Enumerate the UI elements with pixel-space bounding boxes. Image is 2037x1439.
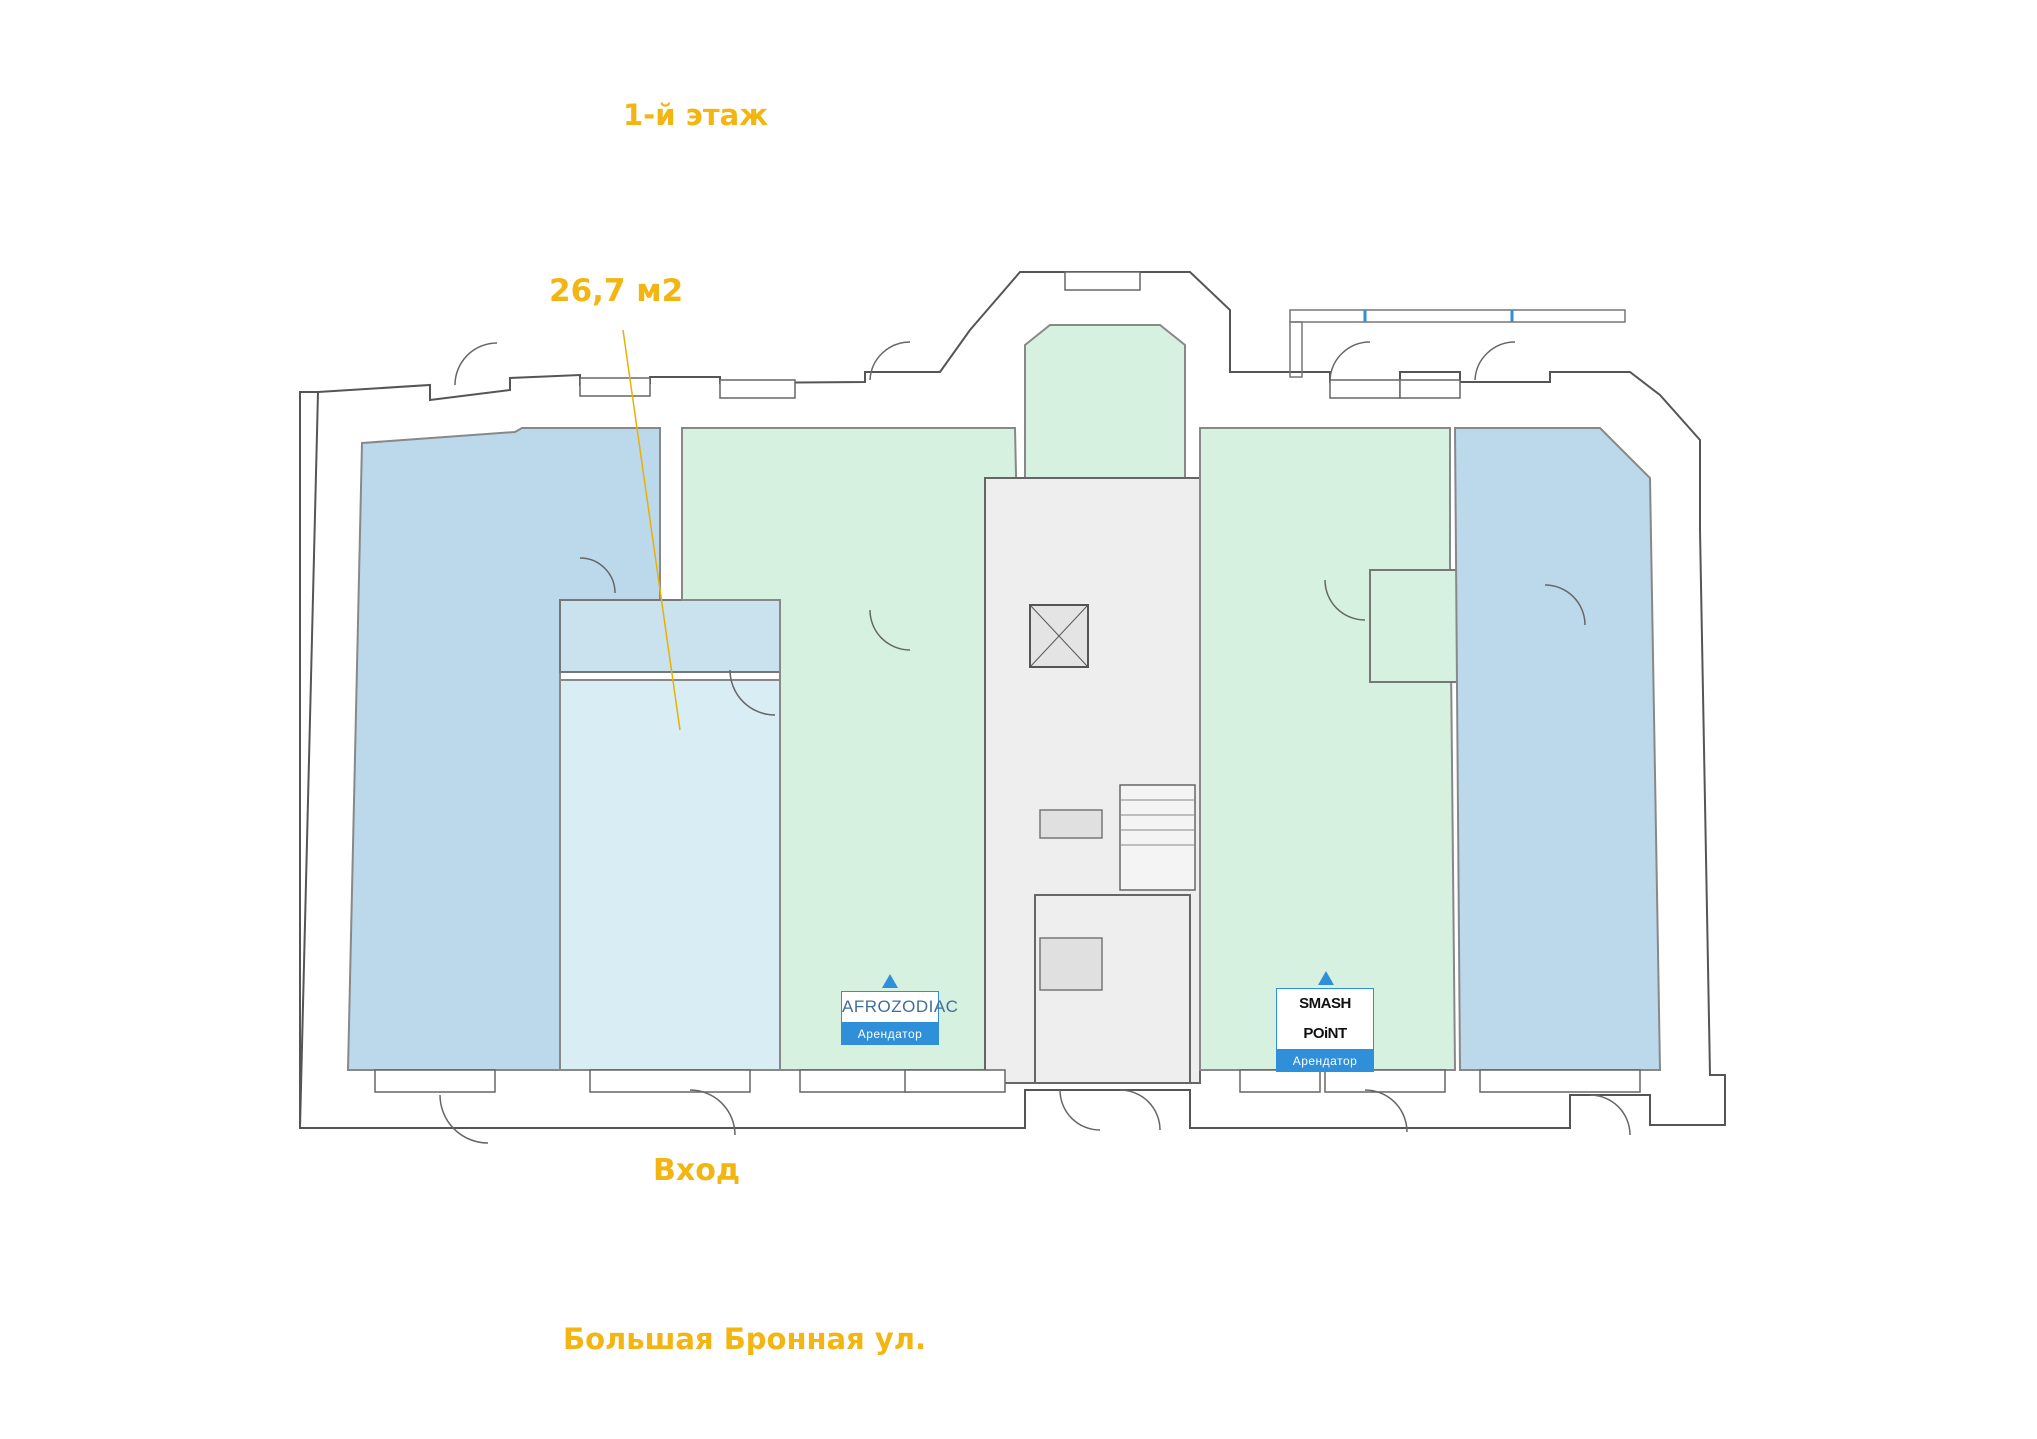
tenant-logo: AFROZODIAC xyxy=(841,991,958,1023)
floor-label: 1-й этаж xyxy=(623,98,769,132)
top-windows xyxy=(579,271,1461,399)
tenant-badge-afrozodiac[interactable]: AFROZODIAC Арендатор xyxy=(841,991,958,1045)
area-label: 26,7 м2 xyxy=(549,273,684,309)
tenant-role: Арендатор xyxy=(857,1027,923,1041)
door-swings xyxy=(439,341,1631,1144)
tenant-logo: SMASH POiNT xyxy=(1276,988,1374,1050)
tenant-marker-triangle xyxy=(882,974,898,988)
area-pointer xyxy=(622,329,681,731)
street-label: Большая Бронная ул. xyxy=(563,1322,926,1356)
tenant-badge-smashpoint[interactable]: SMASH POiNT Арендатор xyxy=(1276,988,1374,1072)
entrance-label: Вход xyxy=(653,1153,741,1188)
tenant-role: Арендатор xyxy=(1292,1054,1358,1068)
tenant-marker-triangle xyxy=(1318,971,1334,985)
stair xyxy=(1119,784,1196,891)
balcony xyxy=(1289,309,1626,378)
facade-windows xyxy=(374,1069,1641,1093)
unit-right-blue xyxy=(1453,427,1662,1071)
unit-light-26-7 xyxy=(559,679,781,1071)
